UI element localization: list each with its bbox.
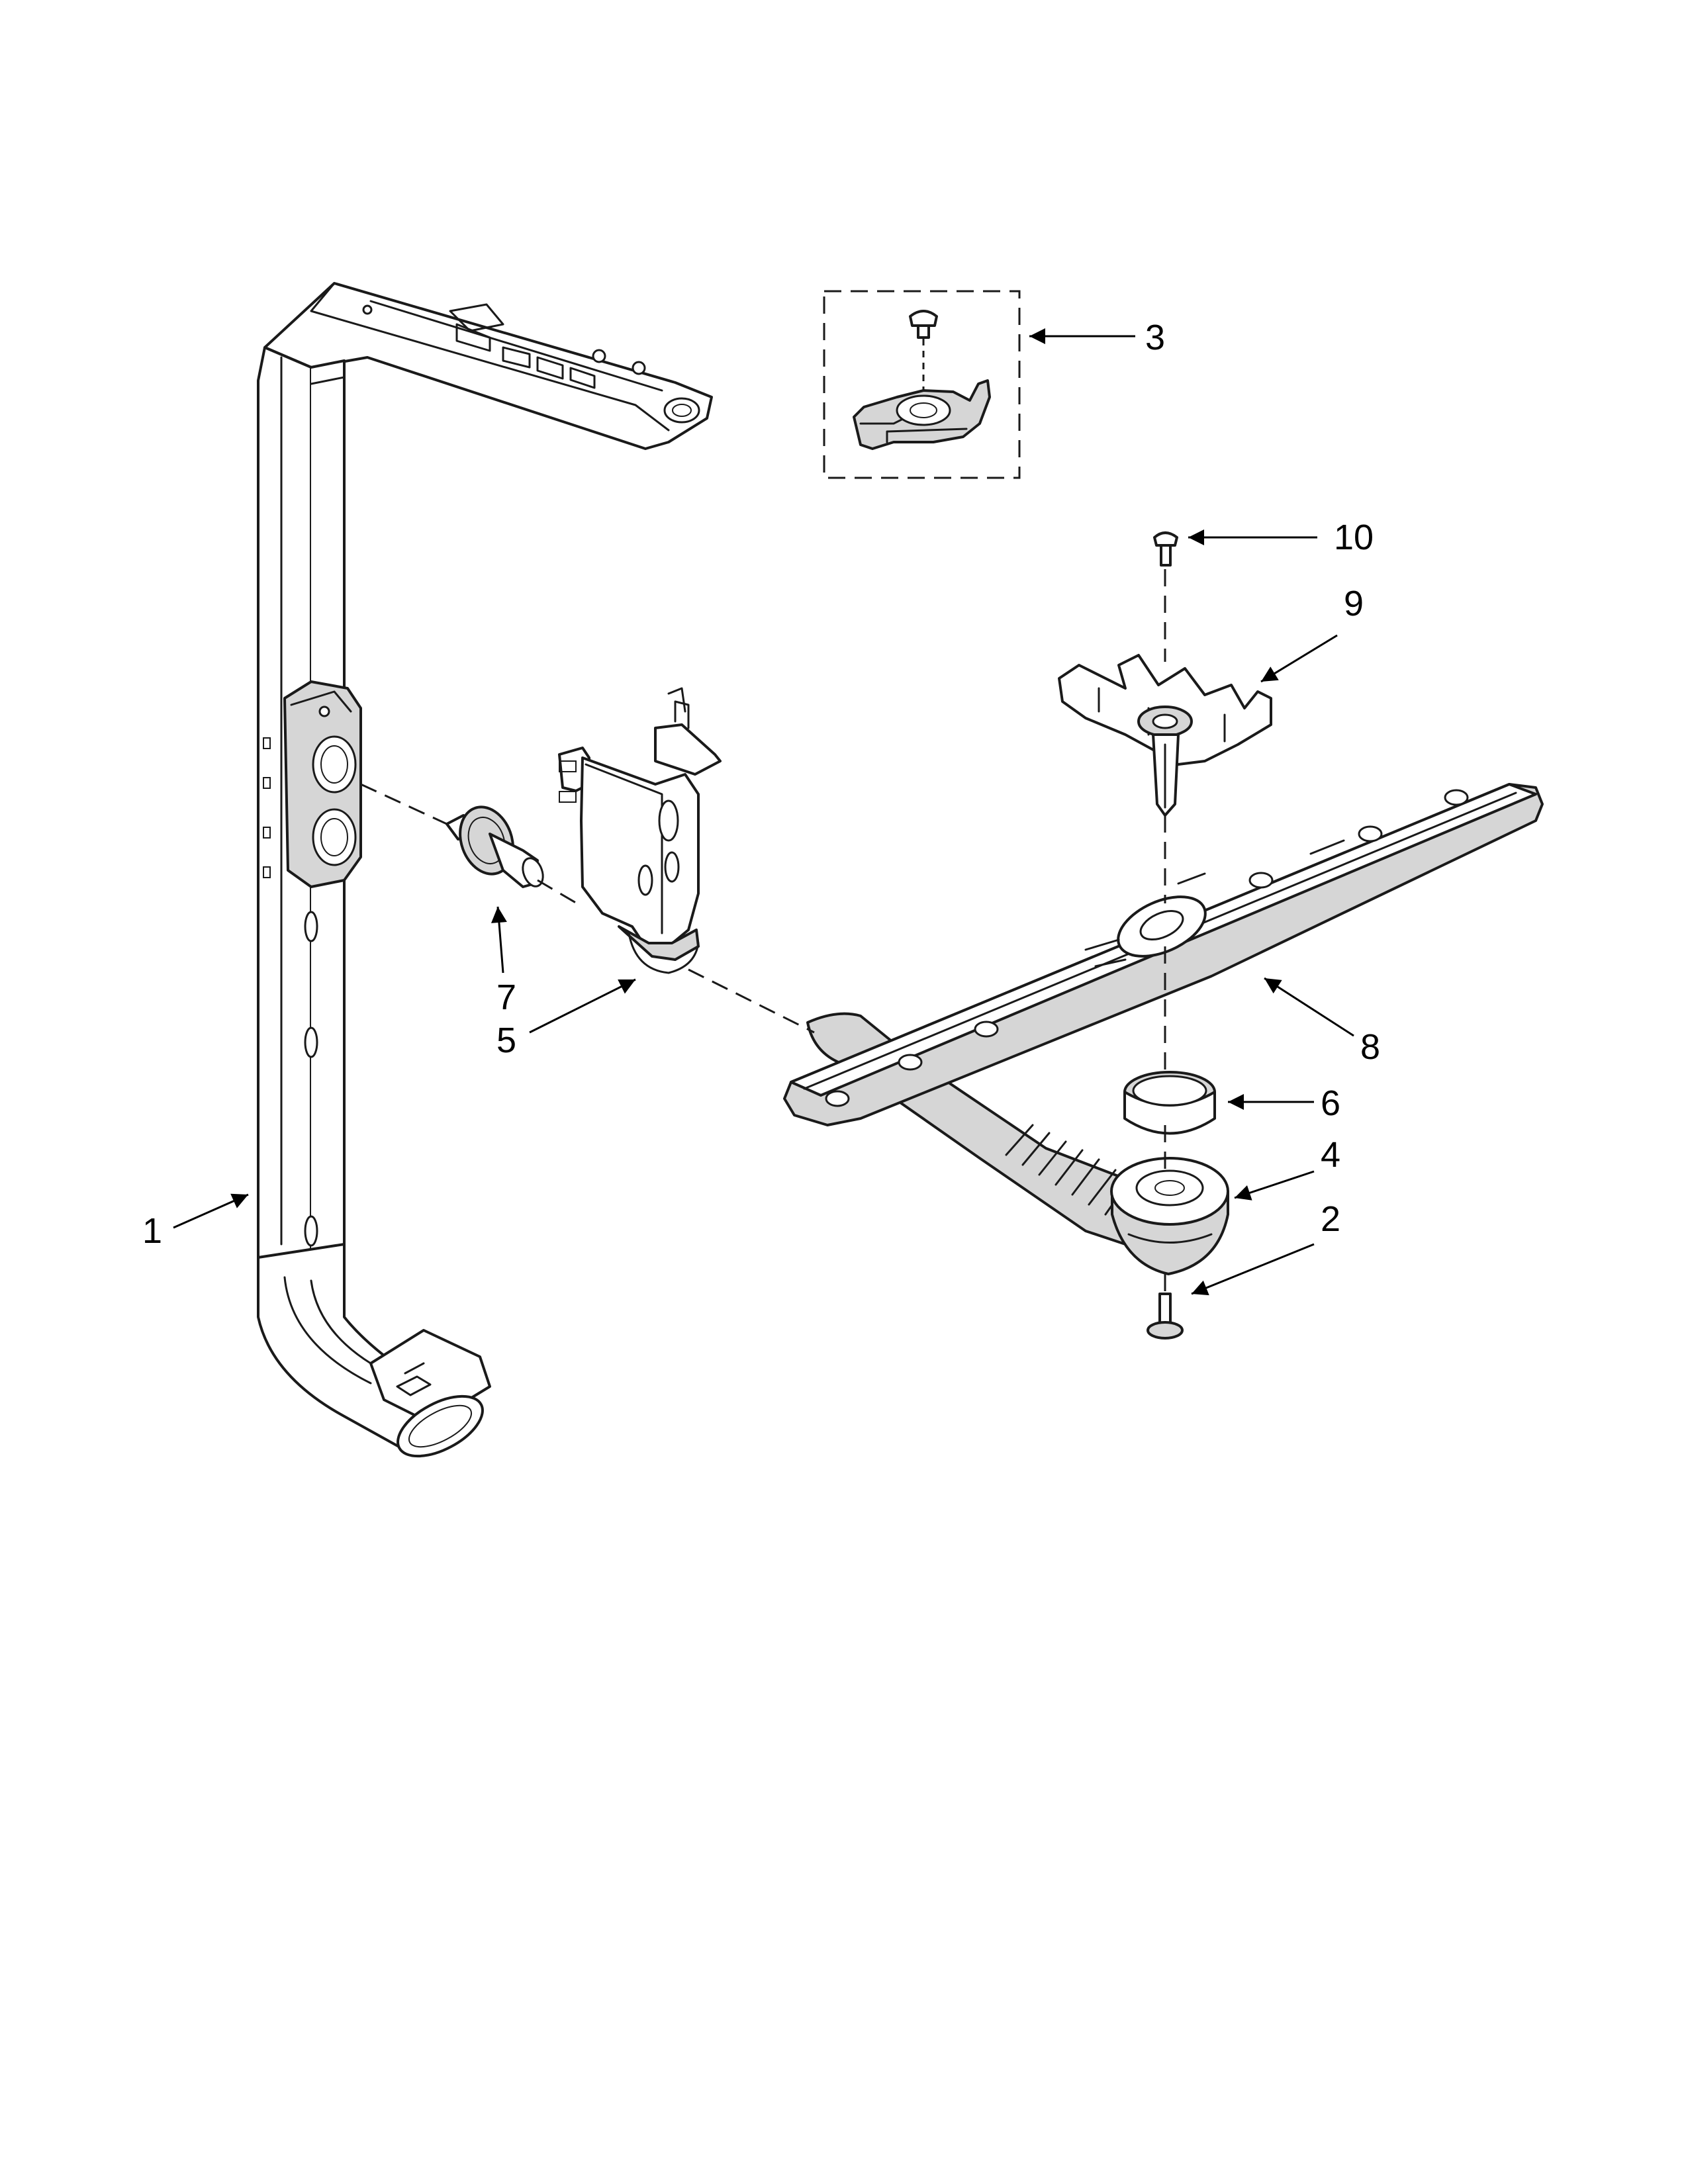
callout-labels: 1 2 3 4 5 6 7 8 9 10	[142, 318, 1380, 1251]
leader-8	[1264, 977, 1354, 1037]
callout-4: 4	[1321, 1135, 1340, 1175]
part-10-screw	[1153, 531, 1178, 567]
callout-1: 1	[142, 1211, 162, 1251]
callout-7: 7	[496, 978, 516, 1017]
callout-leaders	[173, 328, 1354, 1296]
leader-7	[491, 906, 507, 974]
callout-2: 2	[1321, 1199, 1340, 1239]
leader-5	[529, 978, 636, 1034]
leader-1	[173, 1193, 249, 1229]
alignment-lines	[360, 569, 1166, 1294]
part-7-nozzle	[445, 805, 544, 888]
leader-4	[1234, 1170, 1315, 1201]
part-8-spray-arm	[783, 783, 1544, 1246]
callout-10: 10	[1334, 518, 1374, 557]
leader-2	[1191, 1243, 1315, 1296]
callout-8: 8	[1360, 1027, 1380, 1067]
part-2-screw	[1147, 1293, 1184, 1340]
part-3-detail-box	[823, 290, 1021, 479]
callout-9: 9	[1344, 584, 1364, 623]
supply-tube	[257, 282, 713, 1458]
part-5-bracket	[558, 687, 722, 974]
part-4-hub	[1110, 1157, 1229, 1275]
part-9-mount	[1058, 654, 1272, 817]
leader-9	[1260, 634, 1338, 683]
callout-6: 6	[1321, 1083, 1340, 1123]
callout-3: 3	[1145, 318, 1165, 357]
part-6-ring	[1123, 1071, 1216, 1135]
callout-5: 5	[496, 1021, 516, 1060]
